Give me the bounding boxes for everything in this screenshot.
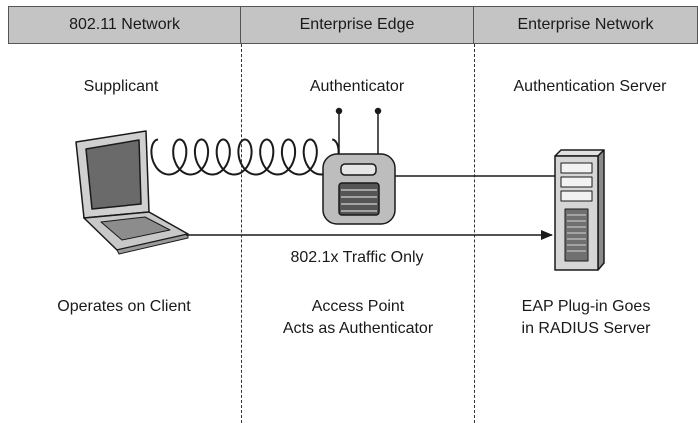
authentication-server-label: Authentication Server bbox=[513, 78, 667, 95]
authenticator-label: Authenticator bbox=[309, 78, 405, 95]
column-headers: 802.11 Network Enterprise Edge Enterpris… bbox=[8, 6, 698, 44]
supplicant-label: Supplicant bbox=[83, 78, 159, 95]
wireless-coil bbox=[150, 138, 340, 176]
header-enterprise-edge: Enterprise Edge bbox=[241, 6, 474, 44]
header-enterprise-network: Enterprise Network bbox=[474, 6, 698, 44]
server-caption-line-1: EAP Plug-in Goes bbox=[521, 298, 651, 315]
divider-left bbox=[241, 44, 242, 423]
authenticator-caption-line-2: Acts as Authenticator bbox=[282, 320, 434, 337]
server-caption: EAP Plug-in Goes in RADIUS Server bbox=[494, 296, 678, 340]
laptop-icon bbox=[75, 130, 189, 255]
authenticator-caption: Access Point Acts as Authenticator bbox=[263, 296, 453, 340]
server-caption-line-2: in RADIUS Server bbox=[521, 320, 651, 337]
access-point-icon bbox=[322, 107, 396, 225]
supplicant-caption-line-1: Operates on Client bbox=[57, 298, 191, 315]
supplicant-caption: Operates on Client bbox=[38, 296, 210, 318]
divider-right bbox=[474, 44, 475, 423]
traffic-label: 802.1x Traffic Only bbox=[290, 249, 424, 266]
authenticator-caption-line-1: Access Point bbox=[311, 298, 405, 315]
header-802-11-network: 802.11 Network bbox=[8, 6, 241, 44]
server-icon bbox=[554, 149, 605, 271]
